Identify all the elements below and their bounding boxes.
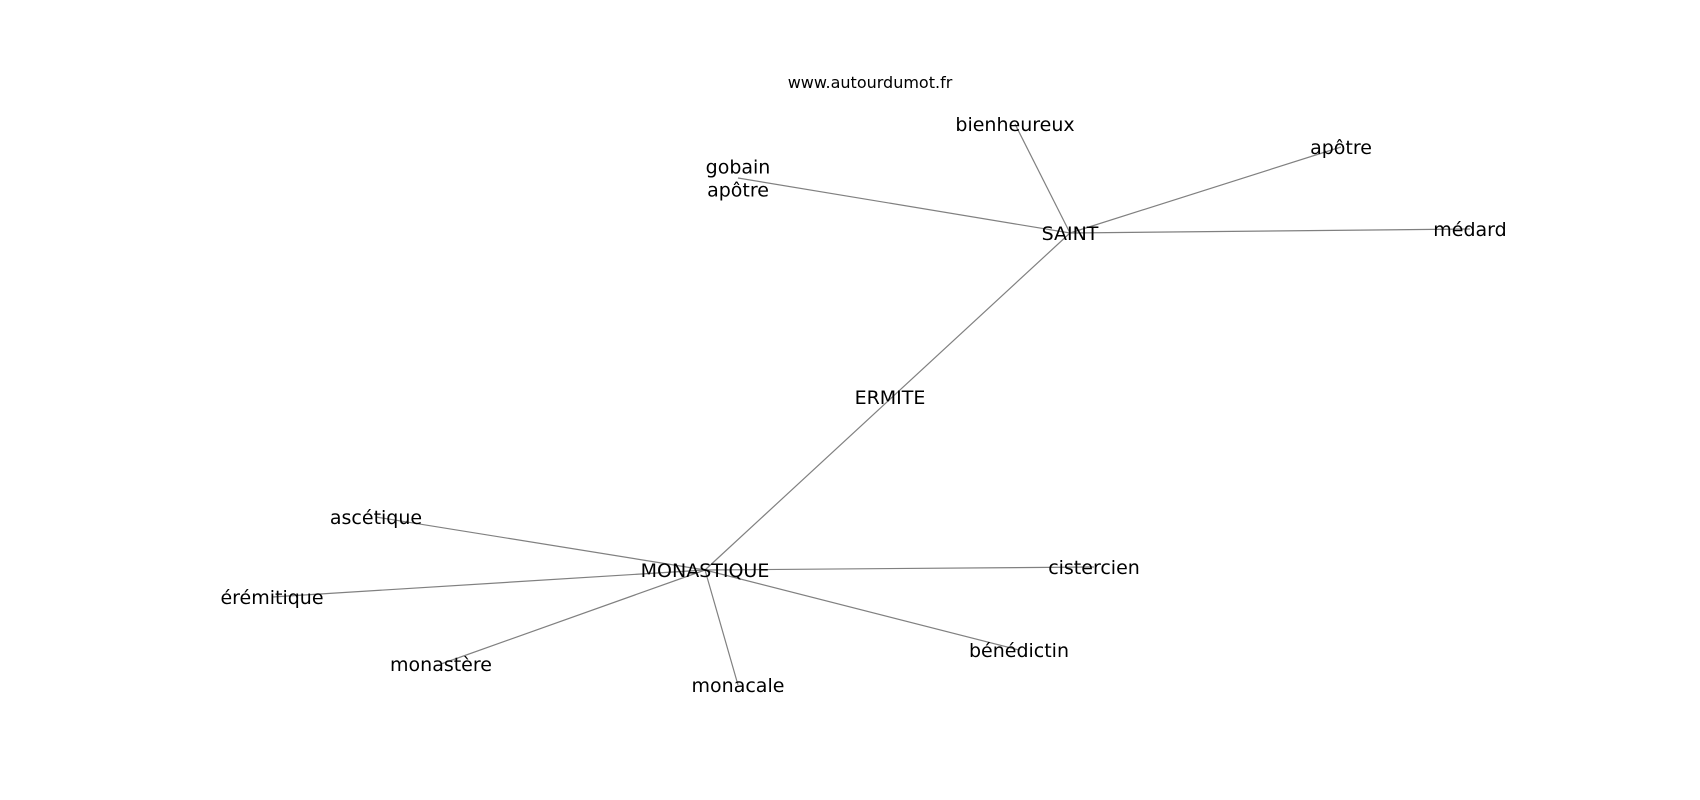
edge-monastique-monacale — [704, 569, 739, 686]
edge-monastique-ascetique — [375, 516, 706, 571]
node-apotre[interactable]: apôtre — [1310, 137, 1372, 159]
watermark-text: www.autourdumot.fr — [788, 73, 953, 92]
edge-saint-bienheureux — [1014, 123, 1071, 234]
node-ascetique[interactable]: ascétique — [330, 507, 422, 529]
node-bienheureux[interactable]: bienheureux — [955, 114, 1074, 136]
node-ermite[interactable]: ERMITE — [855, 387, 926, 409]
edge-monastique-monastere — [440, 569, 706, 665]
node-monacale[interactable]: monacale — [692, 675, 785, 697]
edges-layer — [271, 123, 1471, 686]
node-eremitique[interactable]: érémitique — [220, 587, 323, 609]
nodes-layer: ERMITE SAINT MONASTIQUE bienheureux apôtre go… — [220, 114, 1506, 697]
node-monastique[interactable]: MONASTIQUE — [641, 560, 770, 582]
edge-saint-apotre — [1069, 146, 1342, 234]
node-medard[interactable]: médard — [1433, 219, 1506, 241]
edge-saint-medard — [1069, 228, 1471, 234]
edge-saint-monastique — [704, 232, 1071, 571]
node-saint[interactable]: SAINT — [1042, 223, 1099, 245]
edge-monastique-cistercien — [704, 566, 1095, 571]
node-benedictin[interactable]: bénédictin — [969, 640, 1069, 662]
edge-saint-gobain-apotre — [737, 177, 1071, 234]
edge-monastique-eremitique — [271, 569, 706, 598]
edge-monastique-benedictin — [704, 569, 1020, 651]
node-cistercien[interactable]: cistercien — [1048, 557, 1140, 579]
node-monastere[interactable]: monastère — [390, 654, 492, 676]
